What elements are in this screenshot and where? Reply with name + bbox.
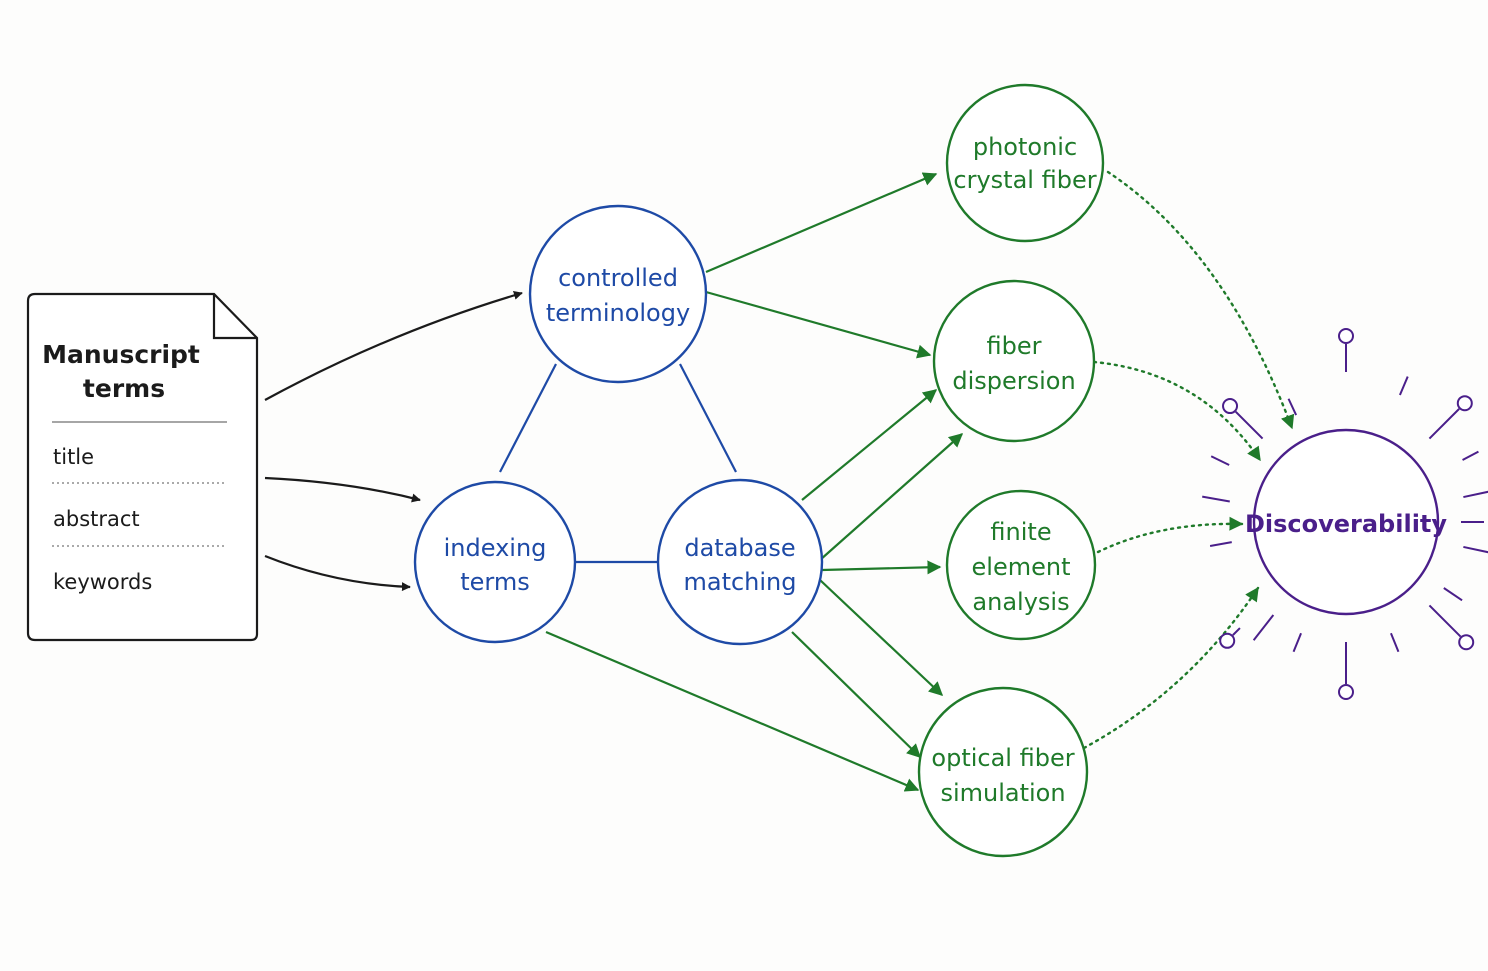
discoverability-ray: [1287, 398, 1298, 416]
edge-photonic-to-discoverability: [1106, 170, 1295, 430]
edge-dispersion-to-discoverability: [1092, 360, 1262, 462]
discoverability-ray: [1443, 587, 1463, 602]
node-label-line: dispersion: [952, 367, 1075, 395]
edge-database-to-finite-element-analysis: [821, 560, 942, 575]
node-fiber-dispersion: fiber dispersion: [932, 279, 1096, 443]
discoverability-circle: [1252, 428, 1440, 616]
node-label-line: matching: [683, 568, 796, 596]
edge-document-to-indexing-terms: [264, 554, 411, 592]
node-label-line: photonic: [973, 133, 1077, 161]
node-label-line: optical fiber: [931, 744, 1074, 772]
blue-triangle-lines: [499, 363, 737, 564]
node-label-line: finite: [990, 518, 1051, 546]
discoverability-ray: [1463, 490, 1488, 499]
document-folded-corner: [212, 294, 257, 340]
discoverability-ray: [1462, 450, 1479, 461]
node-discoverability: Discoverability: [1202, 328, 1488, 700]
edge-controlled-to-photonic-crystal-fiber: [705, 172, 938, 274]
discoverability-ray-node: [1338, 684, 1354, 700]
discoverability-ray-node: [1338, 328, 1354, 344]
edge-controlled-to-indexing: [499, 363, 557, 473]
green-arrows: [545, 172, 964, 792]
manuscript-document: Manuscript terms title abstract keywords: [26, 292, 259, 642]
node-label-line: fiber: [987, 332, 1042, 360]
node-label-line: analysis: [972, 588, 1069, 616]
node-label-line: terminology: [546, 299, 690, 327]
discoverability-rays: [1202, 328, 1488, 700]
node-finite-element-analysis: finite element analysis: [945, 489, 1097, 641]
discoverability-ray: [1232, 627, 1241, 636]
edge-database-to-fiber-dispersion: [801, 389, 938, 501]
discoverability-ray: [1209, 541, 1232, 547]
node-label-line: controlled: [558, 264, 678, 292]
discoverability-ray: [1234, 410, 1264, 440]
edge-database-to-fiber-dispersion: [819, 433, 964, 561]
discoverability-ray: [1428, 604, 1462, 638]
edge-controlled-to-fiber-dispersion: [705, 290, 932, 359]
node-indexing-terms: indexing terms: [413, 480, 577, 644]
discoverability-ray: [1463, 545, 1488, 554]
document-title-line2: terms: [83, 374, 165, 403]
discoverability-ray: [1292, 632, 1302, 653]
dotted-arrows: [1082, 170, 1295, 750]
document-row-title: title: [53, 445, 94, 469]
discoverability-ray: [1428, 408, 1460, 440]
discoverability-ray-node: [1219, 632, 1236, 649]
node-label-line: crystal fiber: [953, 166, 1096, 194]
discoverability-ray-node: [1456, 395, 1473, 412]
discoverability-ray-node: [1458, 634, 1475, 651]
discoverability-ray: [1252, 614, 1275, 641]
edge-document-to-controlled-terminology: [264, 290, 523, 401]
node-controlled-terminology: controlled terminology: [528, 204, 708, 384]
node-label-line: indexing: [444, 534, 547, 562]
node-label-discoverability: Discoverability: [1245, 510, 1447, 538]
node-optical-fiber-simulation: optical fiber simulation: [917, 686, 1089, 858]
node-photonic-crystal-fiber: photonic crystal fiber: [945, 83, 1105, 243]
discoverability-ray: [1399, 376, 1409, 396]
discoverability-ray: [1210, 455, 1230, 466]
edge-finite-element-to-discoverability: [1096, 516, 1244, 554]
edge-controlled-to-database: [679, 363, 737, 473]
edge-document-to-indexing-terms: [264, 476, 421, 503]
edge-database-to-optical-fiber-simulation: [791, 631, 922, 758]
discoverability-ray-node: [1222, 398, 1239, 415]
node-database-matching: database matching: [656, 478, 824, 646]
node-label-line: terms: [460, 568, 530, 596]
document-row-abstract: abstract: [53, 507, 140, 531]
node-label-line: element: [972, 553, 1071, 581]
edge-optical-simulation-to-discoverability: [1082, 586, 1260, 750]
discoverability-ray: [1390, 632, 1400, 653]
node-label-line: simulation: [940, 779, 1065, 807]
document-row-keywords: keywords: [53, 570, 152, 594]
discoverability-ray: [1202, 495, 1230, 503]
document-arrows: [264, 290, 523, 592]
document-outline: [26, 292, 259, 642]
document-title-line1: Manuscript: [42, 340, 200, 369]
edge-indexing-to-optical-fiber-simulation: [545, 630, 920, 792]
node-label-line: database: [684, 534, 795, 562]
edge-database-to-optical-fiber-simulation: [819, 579, 944, 696]
